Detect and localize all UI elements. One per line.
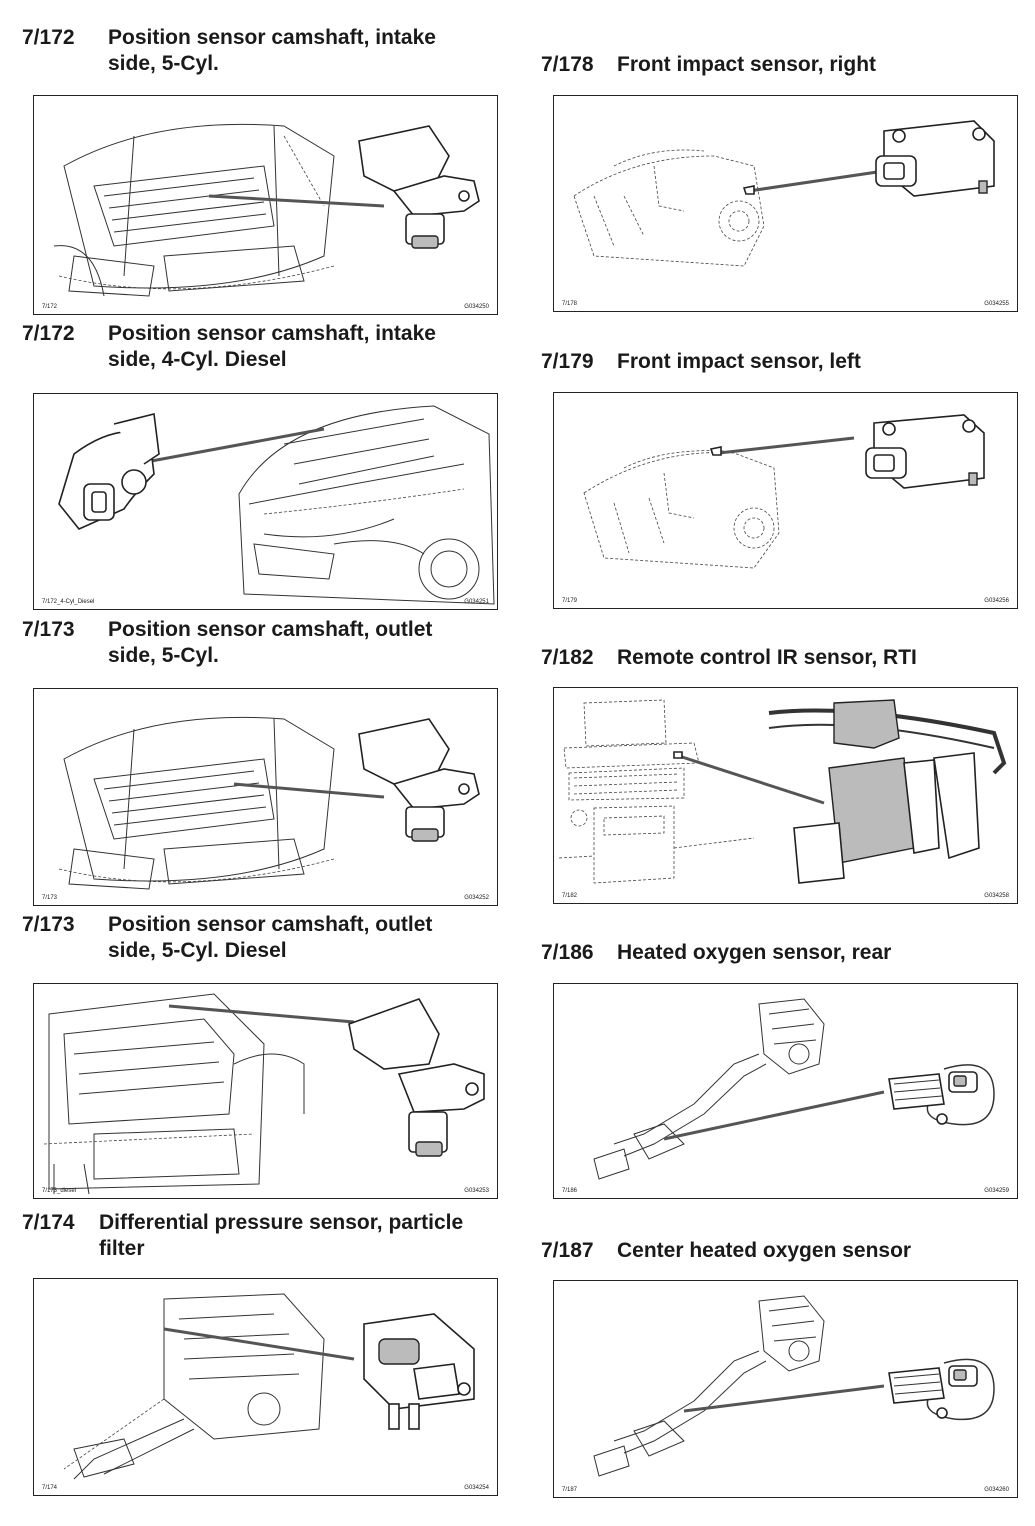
figure-7-173-outlet-5cyl: 7/173 G034252 (33, 688, 498, 906)
title-line-1: Differential pressure sensor, particle (99, 1211, 464, 1234)
item-code: 7/172 (22, 322, 75, 345)
item-code: 7/172 (22, 26, 75, 49)
graphic-id: G034260 (984, 1487, 1009, 1493)
diesel-engine-illustration (43, 993, 485, 1195)
car-front-illustration (58, 405, 495, 605)
item-title: Position sensor camshaft, intake side, 5… (108, 25, 436, 77)
car-outline-illustration (573, 120, 995, 267)
title-line-2: side, 4-Cyl. Diesel (108, 348, 287, 371)
figure-7-179-front-impact-left: 7/179 G034256 (553, 392, 1018, 609)
graphic-id: G034252 (464, 895, 489, 901)
dashboard-illustration (558, 699, 1007, 884)
figure-id: 7/174 (42, 1485, 58, 1491)
item-code: 7/173 (22, 913, 75, 936)
figure-7-182-ir-sensor: 7/182 G034258 (553, 687, 1018, 904)
figure-id: 7/173_diesel (42, 1188, 77, 1194)
figure-id: 7/179 (562, 598, 578, 604)
item-title: Position sensor camshaft, outlet side, 5… (108, 912, 432, 964)
figure-7-186-oxygen-rear: 7/186 G034259 (553, 983, 1018, 1199)
graphic-id: G034251 (464, 599, 489, 605)
figure-id: 7/186 (562, 1188, 578, 1194)
car-outline-illustration (583, 414, 985, 569)
item-title: Front impact sensor, right (617, 53, 877, 76)
item-title: Front impact sensor, left (617, 350, 861, 373)
title-line-2: side, 5-Cyl. Diesel (108, 939, 287, 962)
figure-id: 7/172_4-Cyl_Diesel (42, 599, 95, 605)
item-title: Position sensor camshaft, intake side, 4… (108, 321, 436, 373)
item-code: 7/186 (541, 941, 594, 964)
exhaust-system-illustration (593, 998, 995, 1180)
title-line-2: side, 5-Cyl. (108, 644, 219, 667)
item-title: Position sensor camshaft, outlet side, 5… (108, 617, 432, 669)
camshaft-sensor-icon (58, 413, 160, 530)
graphic-id: G034255 (984, 301, 1009, 307)
item-title: Center heated oxygen sensor (617, 1239, 912, 1262)
graphic-id: G034250 (464, 304, 489, 310)
engine-bay-illustration (53, 123, 480, 297)
item-code: 7/182 (541, 646, 594, 669)
figure-id: 7/187 (562, 1487, 578, 1493)
figure-id: 7/173 (42, 895, 58, 901)
graphic-id: G034259 (984, 1188, 1009, 1194)
camshaft-sensor-icon (358, 125, 480, 249)
title-line-1: Position sensor camshaft, intake (108, 322, 436, 345)
figure-id: 7/178 (562, 301, 578, 307)
item-code: 7/179 (541, 350, 594, 373)
engine-exhaust-illustration (63, 1293, 475, 1480)
impact-sensor-icon (865, 414, 985, 489)
engine-bay-illustration (58, 716, 480, 890)
camshaft-sensor-icon (358, 718, 480, 842)
camshaft-sensor-icon (348, 998, 485, 1157)
graphic-id: G034253 (464, 1188, 489, 1194)
figure-7-174-diff-pressure: 7/174 G034254 (33, 1278, 498, 1496)
title-line-1: Position sensor camshaft, outlet (108, 618, 433, 641)
oxygen-sensor-icon (888, 1064, 995, 1126)
graphic-id: G034254 (464, 1485, 489, 1491)
item-code: 7/187 (541, 1239, 594, 1262)
figure-7-178-front-impact-right: 7/178 G034255 (553, 95, 1018, 312)
graphic-id: G034258 (984, 893, 1009, 899)
item-code: 7/178 (541, 53, 594, 76)
title-line-2: filter (99, 1237, 145, 1260)
title-line-2: side, 5-Cyl. (108, 52, 219, 75)
impact-sensor-icon (875, 120, 995, 197)
figure-7-172-intake-5cyl: 7/172 G034250 (33, 95, 498, 315)
item-code: 7/173 (22, 618, 75, 641)
figure-7-187-center-oxygen: 7/187 G034260 (553, 1280, 1018, 1498)
graphic-id: G034256 (984, 598, 1009, 604)
title-line-1: Position sensor camshaft, intake (108, 26, 436, 49)
item-title: Heated oxygen sensor, rear (617, 941, 892, 964)
pressure-sensor-icon (363, 1313, 475, 1430)
exhaust-system-illustration (593, 1295, 995, 1477)
item-code: 7/174 (22, 1211, 75, 1234)
oxygen-sensor-icon (888, 1358, 995, 1421)
figure-7-173-outlet-5cyl-diesel: 7/173_diesel G034253 (33, 983, 498, 1199)
ir-sensor-icon (768, 699, 1007, 884)
figure-id: 7/182 (562, 893, 578, 899)
title-line-1: Position sensor camshaft, outlet (108, 913, 433, 936)
figure-7-172-intake-4cyl-diesel: 7/172_4-Cyl_Diesel G034251 (33, 393, 498, 610)
item-title: Remote control IR sensor, RTI (617, 646, 917, 669)
item-title: Differential pressure sensor, particle f… (99, 1210, 463, 1262)
figure-id: 7/172 (42, 304, 58, 310)
